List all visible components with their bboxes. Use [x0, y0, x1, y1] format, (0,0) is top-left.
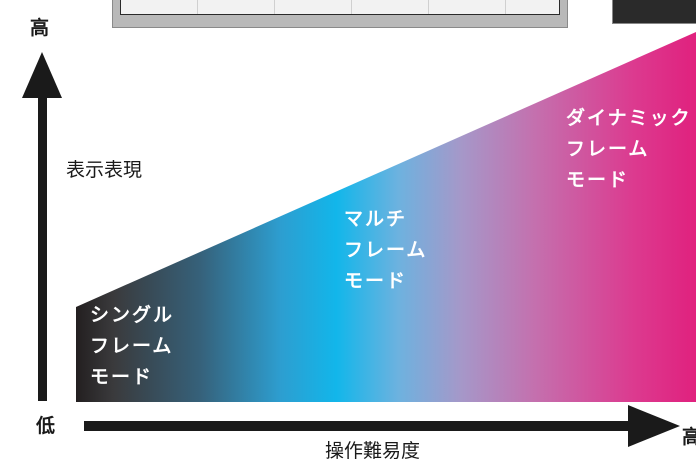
mode-label-line: フレーム	[344, 239, 428, 261]
screenshot-thumbnail-right	[612, 0, 696, 24]
y-axis-line	[38, 96, 47, 401]
x-axis-line	[84, 421, 644, 431]
mode-label-line: シングル	[90, 304, 175, 326]
mode-label-line: モード	[566, 169, 630, 191]
mode-label-line: ダイナミック	[566, 107, 692, 129]
mode-label-line: マルチ	[344, 208, 408, 230]
screenshot-thumbnail-left	[112, 0, 568, 28]
y-axis-high-label: 高	[30, 17, 50, 39]
dynamic-frame-mode-label: ダイナミック フレーム モード	[566, 103, 692, 196]
x-axis-high-label: 高	[682, 426, 696, 448]
single-frame-mode-label: シングル フレーム モード	[90, 300, 174, 393]
multi-frame-mode-label: マルチ フレーム モード	[344, 204, 427, 297]
x-axis-arrowhead	[628, 405, 680, 447]
x-axis-title: 操作難易度	[325, 440, 421, 462]
mode-label-line: フレーム	[566, 138, 650, 160]
mode-label-line: モード	[344, 270, 408, 292]
mode-label-line: モード	[90, 366, 154, 388]
mode-label-line: フレーム	[90, 335, 174, 357]
y-axis-title: 表示表現	[66, 159, 143, 181]
y-axis-arrowhead	[22, 52, 62, 98]
y-axis-low-label: 低	[36, 415, 56, 437]
